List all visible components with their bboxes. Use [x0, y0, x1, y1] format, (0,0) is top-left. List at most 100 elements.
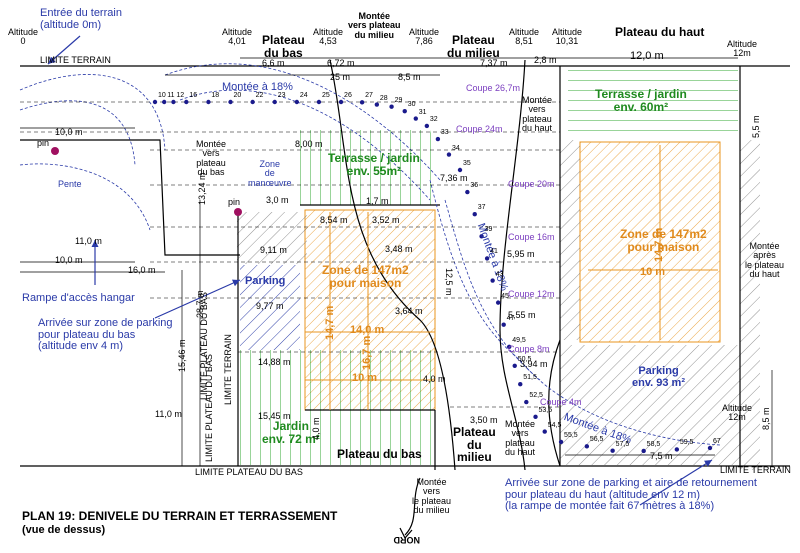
altitude-1031: Altitude 10,31	[552, 27, 583, 47]
dim-label-vertical: 28,7 m	[195, 290, 205, 318]
limite-plateau-bas-bottom: LIMITE PLATEAU DU BAS	[195, 467, 303, 477]
road-point	[472, 212, 477, 217]
road-point-label: 49,5	[512, 336, 526, 344]
dim-label: 3,0 m	[266, 195, 289, 205]
north-arrow	[399, 477, 421, 540]
arrivee-haut-annotation: Arrivée sur zone de parking et aire de r…	[505, 477, 757, 513]
road-point-label: 25	[321, 92, 330, 99]
dim-label: 14,88 m	[258, 357, 291, 367]
road-point-label: 10	[158, 92, 166, 99]
montee-vers-haut-bottom: Montée vers plateau du haut	[505, 419, 536, 458]
plateau-milieu-top: Plateau du milieu	[447, 33, 500, 60]
coupe-label: Coupe 8m	[508, 344, 550, 354]
dim-label: 6,72 m	[327, 58, 355, 68]
maison-haut-zone	[579, 141, 721, 343]
road-point-label: 36	[470, 182, 479, 190]
road-point-label: 37	[477, 204, 486, 212]
road-point	[206, 99, 211, 105]
rampe-annotation: Rampe d'accès hangar	[22, 292, 135, 304]
road-point-label: 22	[255, 92, 264, 99]
parking-bas-area	[240, 265, 300, 350]
dim-label: 11,0 m	[75, 236, 102, 246]
dim-label: 15,45 m	[258, 411, 291, 421]
limite-terrain-top: LIMITE TERRAIN	[40, 55, 111, 65]
road-point-label: 50,5	[517, 355, 532, 363]
road-point	[184, 99, 189, 105]
jardin-label: Jardin env. 72 m²	[262, 419, 320, 446]
jardin-area	[240, 350, 435, 465]
road-point	[641, 448, 646, 454]
montee-apres-haut: Montée après le plateau du haut	[745, 241, 785, 280]
coupe-label: Coupe 16m	[508, 232, 555, 242]
road-point	[435, 136, 441, 142]
dim-label: 3,52 m	[372, 215, 400, 225]
dim-label: 6,6 m	[262, 58, 285, 68]
road-point	[610, 448, 615, 453]
road-point	[338, 99, 344, 105]
road-point	[446, 152, 452, 157]
dim-label: 10 m	[640, 266, 666, 278]
dim-label: 5,55 m	[508, 310, 536, 320]
limite-terrain-bottom: LIMITE TERRAIN	[720, 465, 791, 475]
road-point-label: 56,5	[589, 436, 604, 444]
dim-label-vertical: 4,0 m	[311, 417, 321, 440]
road-point-label: 55,5	[564, 431, 578, 439]
entree-annotation: Entrée du terrain (altitude 0m)	[40, 7, 122, 31]
dim-label-vertical: 12,5 m	[444, 268, 454, 296]
road-point-label: 23	[277, 92, 286, 99]
limite-plateau-bas-vert2: LIMITE PLATEAU DU BAS	[204, 354, 214, 462]
road-point	[424, 123, 430, 129]
road-point	[374, 102, 380, 107]
terrasse-haut-label: Terrasse / jardin env. 60m²	[595, 87, 687, 114]
road-point-label: 12	[176, 92, 185, 99]
road-point	[584, 444, 590, 449]
altitude-12-top: Altitude 12m	[727, 39, 758, 59]
dim-label: 9,77 m	[256, 301, 284, 311]
road-point-label: 39	[484, 226, 493, 234]
road-point-label: 54,5	[547, 421, 562, 429]
dim-label: 14,0 m	[350, 324, 385, 336]
altitude-0: Altitude 0	[8, 27, 39, 47]
coupe-label: Coupe 20m	[508, 179, 555, 189]
altitude-786: Altitude 7,86	[409, 27, 440, 47]
road-point-label: 52,5	[529, 392, 543, 400]
coupe-label: Coupe 12m	[508, 289, 555, 299]
road-point-label: 35	[463, 160, 471, 167]
road-point	[542, 429, 547, 434]
dim-label: 10,0 m	[55, 127, 83, 137]
pin-label: pin	[228, 197, 241, 207]
road-point	[389, 104, 394, 109]
dim-label: 16,0 m	[128, 265, 156, 275]
road-point-label: 47	[506, 314, 515, 322]
montee-vers-milieu-top: Montée vers plateau du milieu	[348, 11, 401, 40]
road-point	[501, 322, 506, 327]
maison-haut-label: Zone de 147m2 pour maison	[620, 227, 707, 254]
road-point	[316, 99, 322, 105]
road-point	[171, 99, 176, 105]
road-point	[518, 382, 523, 387]
dim-label: 11,0 m	[155, 409, 182, 419]
dim-label-vertical: 15,46 m	[177, 339, 187, 372]
dim-label: 3,48 m	[385, 244, 413, 254]
plateau-haut-top: Plateau du haut	[615, 25, 705, 39]
montee-vers-haut-mid: Montée vers plateau du haut	[522, 95, 553, 134]
dim-label: 8,00 m	[295, 139, 323, 149]
road-point	[707, 445, 713, 451]
dim-label: 3,50 m	[470, 415, 498, 425]
dim-label: 9,11 m	[260, 245, 287, 255]
road-point-label: 27	[365, 92, 373, 100]
road-point	[359, 100, 365, 105]
road-point-label: 34	[451, 144, 460, 152]
road-point	[250, 99, 255, 105]
coupe-label: Coupe 4m	[540, 397, 582, 407]
manoeuvre-label: Zone de manœuvre	[248, 159, 292, 188]
dim-label: 3,64 m	[395, 306, 423, 316]
road-point-label: 45	[501, 292, 509, 300]
road-point	[413, 116, 418, 121]
road-point	[294, 99, 300, 105]
road-point	[558, 439, 564, 445]
plan-subtitle: (vue de dessus)	[22, 524, 106, 536]
road-point	[228, 99, 233, 105]
dim-label: 10,0 m	[55, 255, 83, 265]
dim-label-vertical: 8,5 m	[761, 407, 771, 430]
